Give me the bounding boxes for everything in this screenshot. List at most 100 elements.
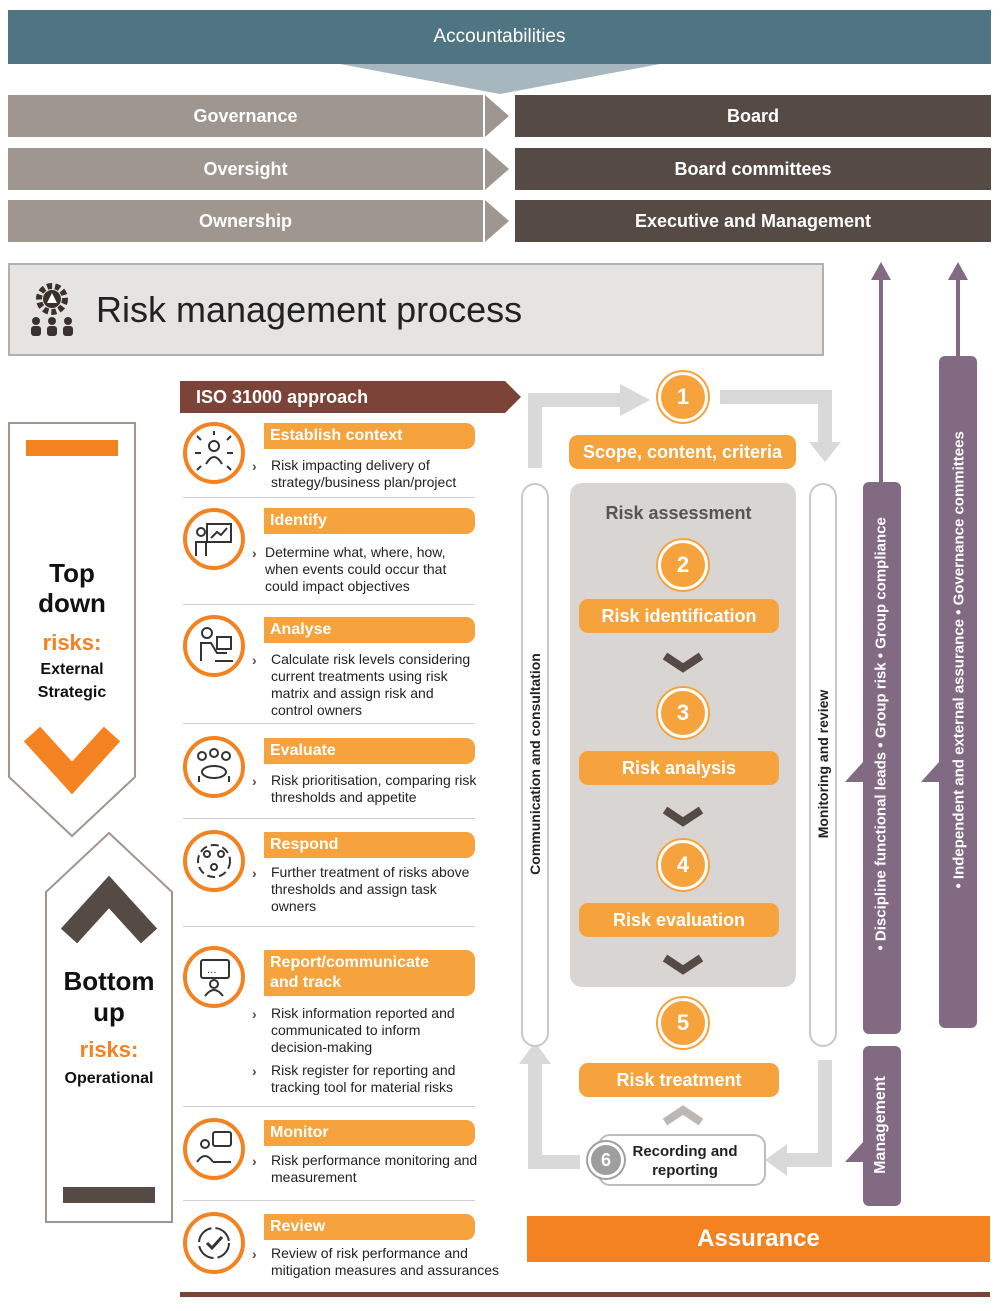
management-label: Management xyxy=(872,1076,889,1174)
step-report-desc2: Risk register for reporting and tracking… xyxy=(271,1062,456,1095)
bar2-label: • Independent and external assurance • G… xyxy=(950,431,968,889)
step-analyse: Analyse xyxy=(264,617,475,643)
chevron-down-icon xyxy=(662,806,704,827)
process-title-box: Risk management process xyxy=(8,263,824,356)
chat-icon: ... xyxy=(183,946,245,1008)
top-down-cat1: External xyxy=(40,661,104,678)
communication-label: Communication and consultation xyxy=(527,653,543,875)
assurance-bar: Assurance xyxy=(527,1216,990,1262)
step-report-desc: Risk information reported and communicat… xyxy=(271,1005,455,1055)
step-number-6: 6 xyxy=(588,1142,624,1178)
step-respond: Respond xyxy=(264,832,475,858)
step-number-1: 1 xyxy=(658,372,708,422)
step-number-3: 3 xyxy=(658,688,708,738)
bottom-up-line2: up xyxy=(93,997,125,1027)
step-evaluate: Evaluate xyxy=(264,738,475,764)
level-chevrons xyxy=(485,95,509,242)
bottom-up-risks: risks: xyxy=(79,1037,139,1062)
person-at-desk-icon xyxy=(183,615,245,677)
step-divider xyxy=(183,926,475,927)
level-board-committees: Board committees xyxy=(515,148,991,190)
chevron-up-icon xyxy=(662,1105,704,1126)
chevron-down-icon xyxy=(662,954,704,975)
level-executive: Executive and Management xyxy=(515,200,991,242)
step-establish-context: Establish context xyxy=(264,423,475,449)
step-monitor: Monitor xyxy=(264,1120,475,1146)
bar1-label: • Discipline functional leads • Group ri… xyxy=(872,517,890,951)
step-report-label: Report/communicate and track xyxy=(264,950,475,996)
process-title: Risk management process xyxy=(96,289,523,330)
banner-down-arrow xyxy=(340,64,660,94)
step-analyse-desc: Calculate risk levels considering curren… xyxy=(271,651,471,718)
level-board: Board xyxy=(515,95,991,137)
step-report-label-line2: and track xyxy=(270,974,342,991)
step-respond-desc: Further treatment of risks above thresho… xyxy=(271,864,470,914)
step-number-4: 4 xyxy=(658,840,708,890)
team-cycle-icon xyxy=(183,830,245,892)
svg-text:...: ... xyxy=(207,965,217,976)
bottom-up-title: Bottom up xyxy=(45,966,173,1028)
top-down-cat2: Strategic xyxy=(37,684,107,701)
step-divider xyxy=(183,723,475,724)
iso-label: ISO 31000 approach xyxy=(196,387,369,407)
people-network-icon xyxy=(183,422,245,484)
accountabilities-banner: Accountabilities xyxy=(8,10,991,64)
step-evaluate-desc: Risk prioritisation, comparing risk thre… xyxy=(271,772,477,805)
bullet-chevron: › xyxy=(252,773,257,789)
risk-evaluation-pill: Risk evaluation xyxy=(579,903,779,937)
step-divider xyxy=(183,604,475,605)
step-divider xyxy=(183,1106,475,1107)
bottom-up-arrow xyxy=(45,832,173,1223)
review-check-icon xyxy=(183,1212,245,1274)
recording-label: Recording and reporting xyxy=(626,1142,744,1180)
step-monitor-desc: Risk performance monitoring and measurem… xyxy=(271,1152,478,1185)
bullet-chevron: › xyxy=(252,652,257,668)
monitor-person-icon xyxy=(183,1118,245,1180)
top-down-title: Top down xyxy=(8,558,136,618)
bullet-chevron: › xyxy=(252,1246,257,1262)
bottom-up-category: Operational xyxy=(64,1070,154,1087)
risk-analysis-pill: Risk analysis xyxy=(579,751,779,785)
level-ownership: Ownership xyxy=(8,200,483,242)
recording-box xyxy=(598,1134,766,1186)
step-number-5: 5 xyxy=(658,998,708,1048)
bullet-chevron: › xyxy=(252,1153,257,1169)
risk-assessment-title: Risk assessment xyxy=(605,503,752,523)
step-divider xyxy=(183,497,475,498)
bullet-chevron: › xyxy=(252,458,257,474)
bullet-chevron: › xyxy=(252,1006,257,1022)
top-down-line2: down xyxy=(38,588,106,618)
monitoring-label: Monitoring and review xyxy=(815,689,831,839)
step-establish-context-desc: Risk impacting delivery of strategy/busi… xyxy=(271,457,457,490)
risk-identification-pill: Risk identification xyxy=(579,599,779,633)
top-down-risks: risks: xyxy=(42,630,102,655)
scope-pill: Scope, content, criteria xyxy=(569,435,796,469)
chevron-down-icon xyxy=(662,652,704,673)
recording-line2: reporting xyxy=(652,1162,718,1179)
step-number-2: 2 xyxy=(658,540,708,590)
step-report-label-line1: Report/communicate xyxy=(270,954,430,971)
communication-bar xyxy=(521,483,549,1047)
monitoring-bar xyxy=(809,483,837,1047)
bottom-up-line1: Bottom xyxy=(63,966,155,996)
recording-line1: Recording and xyxy=(632,1143,738,1160)
step-divider xyxy=(183,1200,475,1201)
step-review: Review xyxy=(264,1214,475,1240)
iso-label-bg xyxy=(180,381,521,413)
level-governance: Governance xyxy=(8,95,483,137)
top-down-categories: External Strategic xyxy=(8,658,136,704)
risk-treatment-pill: Risk treatment xyxy=(579,1063,779,1097)
bullet-chevron: › xyxy=(252,1063,257,1079)
step-identify-desc: Determine what, where, how, when events … xyxy=(265,544,447,594)
side-purple-bars xyxy=(845,262,977,1206)
gear-people-icon xyxy=(31,283,73,336)
cycle-loop-arrows xyxy=(519,384,841,1176)
level-oversight: Oversight xyxy=(8,148,483,190)
step-review-desc: Review of risk performance and mitigatio… xyxy=(271,1245,500,1278)
step-identify: Identify xyxy=(264,508,475,534)
bottom-rule xyxy=(180,1292,990,1297)
bullet-chevron: › xyxy=(252,545,257,561)
step-divider xyxy=(183,818,475,819)
bullet-chevron: › xyxy=(252,865,257,881)
